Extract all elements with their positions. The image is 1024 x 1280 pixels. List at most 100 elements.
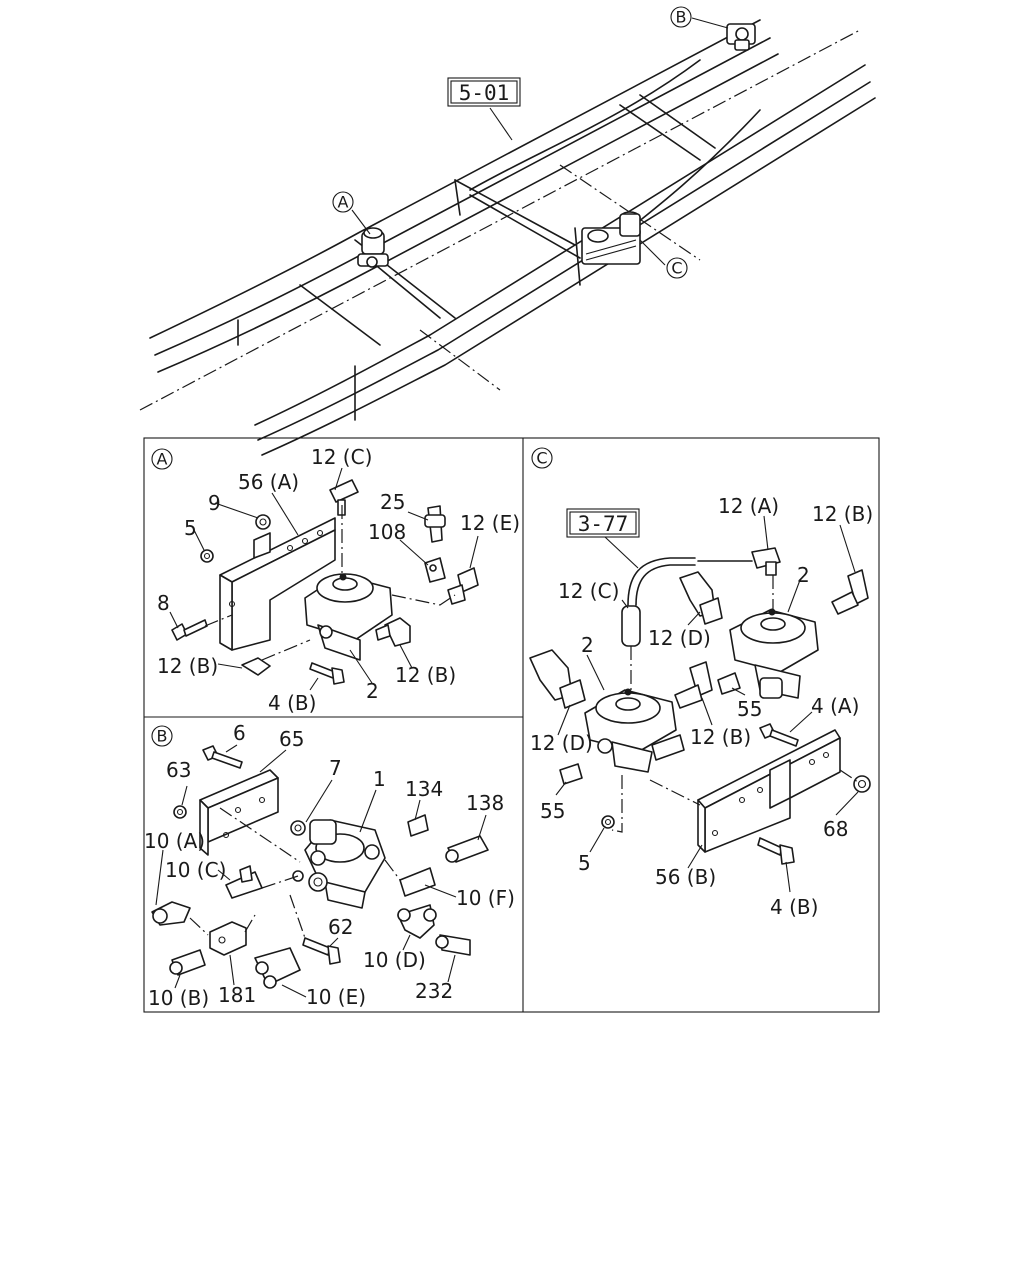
relay-valve-2-right (729, 608, 819, 699)
fitting-12b-mid (674, 661, 713, 709)
label-138: 138 (466, 791, 504, 815)
fitting-232 (435, 934, 471, 956)
fitting-10a (151, 901, 191, 926)
label-12d-lower: 12 (D) (530, 731, 593, 755)
label-232: 232 (415, 979, 453, 1003)
label-4a: 4 (A) (811, 694, 859, 718)
callout-b[interactable]: B (670, 6, 692, 28)
plug-55-left (559, 763, 583, 785)
nut-7 (290, 820, 306, 836)
label-2-left: 2 (581, 633, 594, 657)
detail-panels-frame (143, 437, 880, 1013)
label-65: 65 (279, 727, 304, 751)
label-1: 1 (373, 767, 386, 791)
label-12c-c: 12 (C) (558, 579, 619, 603)
label-10b: 10 (B) (148, 986, 209, 1010)
bolt-8 (171, 619, 208, 641)
label-12e: 12 (E) (460, 511, 520, 535)
panel-a-marker: A (151, 448, 173, 470)
fitting-10b (169, 949, 206, 976)
valve-location-b (726, 23, 756, 51)
svg-text:C: C (536, 449, 547, 468)
label-8: 8 (157, 591, 170, 615)
fitting-12e (447, 567, 479, 605)
label-68: 68 (823, 817, 848, 841)
label-134: 134 (405, 777, 443, 801)
ref-box-5-01-text: 5-01 (459, 81, 510, 105)
panel-a: A (151, 445, 520, 715)
fitting-12d-upper (679, 571, 723, 625)
washer-63 (173, 805, 187, 819)
label-10d: 10 (D) (363, 948, 426, 972)
fitting-10f (399, 867, 436, 897)
nut-9 (255, 514, 271, 530)
fitting-12b-top (831, 569, 869, 615)
fitting-25 (424, 505, 446, 543)
bracket-65 (199, 769, 279, 856)
relay-valve-1 (292, 819, 386, 909)
panel-c-marker: C (531, 447, 553, 469)
fitting-10c (225, 865, 263, 899)
label-5-a: 5 (184, 516, 197, 540)
callout-c-text: C (671, 259, 682, 278)
block-181 (209, 921, 247, 956)
bolt-4a (759, 723, 799, 747)
bolt-6 (202, 745, 243, 769)
label-4b-c: 4 (B) (770, 895, 818, 919)
bolt-4b-a (309, 662, 345, 685)
label-62: 62 (328, 915, 353, 939)
washer-5-a (200, 549, 214, 563)
label-7: 7 (329, 756, 342, 780)
fitting-12b-left-a (241, 657, 271, 676)
label-12b-left-a: 12 (B) (157, 654, 218, 678)
valve-location-c (581, 211, 641, 265)
label-10c: 10 (C) (165, 858, 226, 882)
fitting-12a (751, 547, 781, 576)
fitting-12b-right-a (375, 617, 411, 647)
label-56a: 56 (A) (238, 470, 299, 494)
label-181: 181 (218, 983, 256, 1007)
label-5-c: 5 (578, 851, 591, 875)
fitting-12c-c (621, 605, 641, 647)
panel-c: C 3-77 (529, 447, 873, 919)
panel-b: B (144, 721, 515, 1010)
label-55-left: 55 (540, 799, 565, 823)
label-25: 25 (380, 490, 405, 514)
label-2-a: 2 (366, 679, 379, 703)
fitting-10e (254, 947, 301, 989)
chassis-frame-overview (139, 17, 876, 456)
callout-a-text: A (338, 193, 349, 212)
label-2-right: 2 (797, 563, 810, 587)
fitting-12d-lower (529, 649, 586, 709)
label-10e: 10 (E) (306, 985, 366, 1009)
bracket-56b (697, 729, 841, 853)
fitting-12c-a (329, 479, 359, 516)
ref-box-5-01[interactable]: 5-01 (447, 77, 521, 107)
label-10f: 10 (F) (456, 886, 515, 910)
label-108: 108 (368, 520, 406, 544)
callout-a[interactable]: A (332, 191, 354, 213)
valve-location-a (357, 227, 389, 268)
sensor-138 (445, 835, 489, 863)
washer-5-c (601, 815, 615, 829)
label-4b-a: 4 (B) (268, 691, 316, 715)
label-12a: 12 (A) (718, 494, 779, 518)
label-12d-upper: 12 (D) (648, 626, 711, 650)
bolt-4b-c (757, 837, 795, 865)
callout-c[interactable]: C (666, 257, 688, 279)
label-6: 6 (233, 721, 246, 745)
label-12b-mid: 12 (B) (690, 725, 751, 749)
label-12b-right-a: 12 (B) (395, 663, 456, 687)
label-12c-a: 12 (C) (311, 445, 372, 469)
panel-b-marker: B (151, 725, 173, 747)
label-63: 63 (166, 758, 191, 782)
bracket-56a (219, 517, 336, 651)
plug-134 (407, 814, 429, 837)
ref-box-3-77[interactable]: 3-77 (566, 508, 640, 538)
label-55-right: 55 (737, 697, 762, 721)
relay-valve-2-a (304, 573, 393, 661)
nut-68 (853, 775, 871, 793)
bolt-62 (302, 937, 341, 965)
label-9: 9 (208, 491, 221, 515)
label-56b: 56 (B) (655, 865, 716, 889)
